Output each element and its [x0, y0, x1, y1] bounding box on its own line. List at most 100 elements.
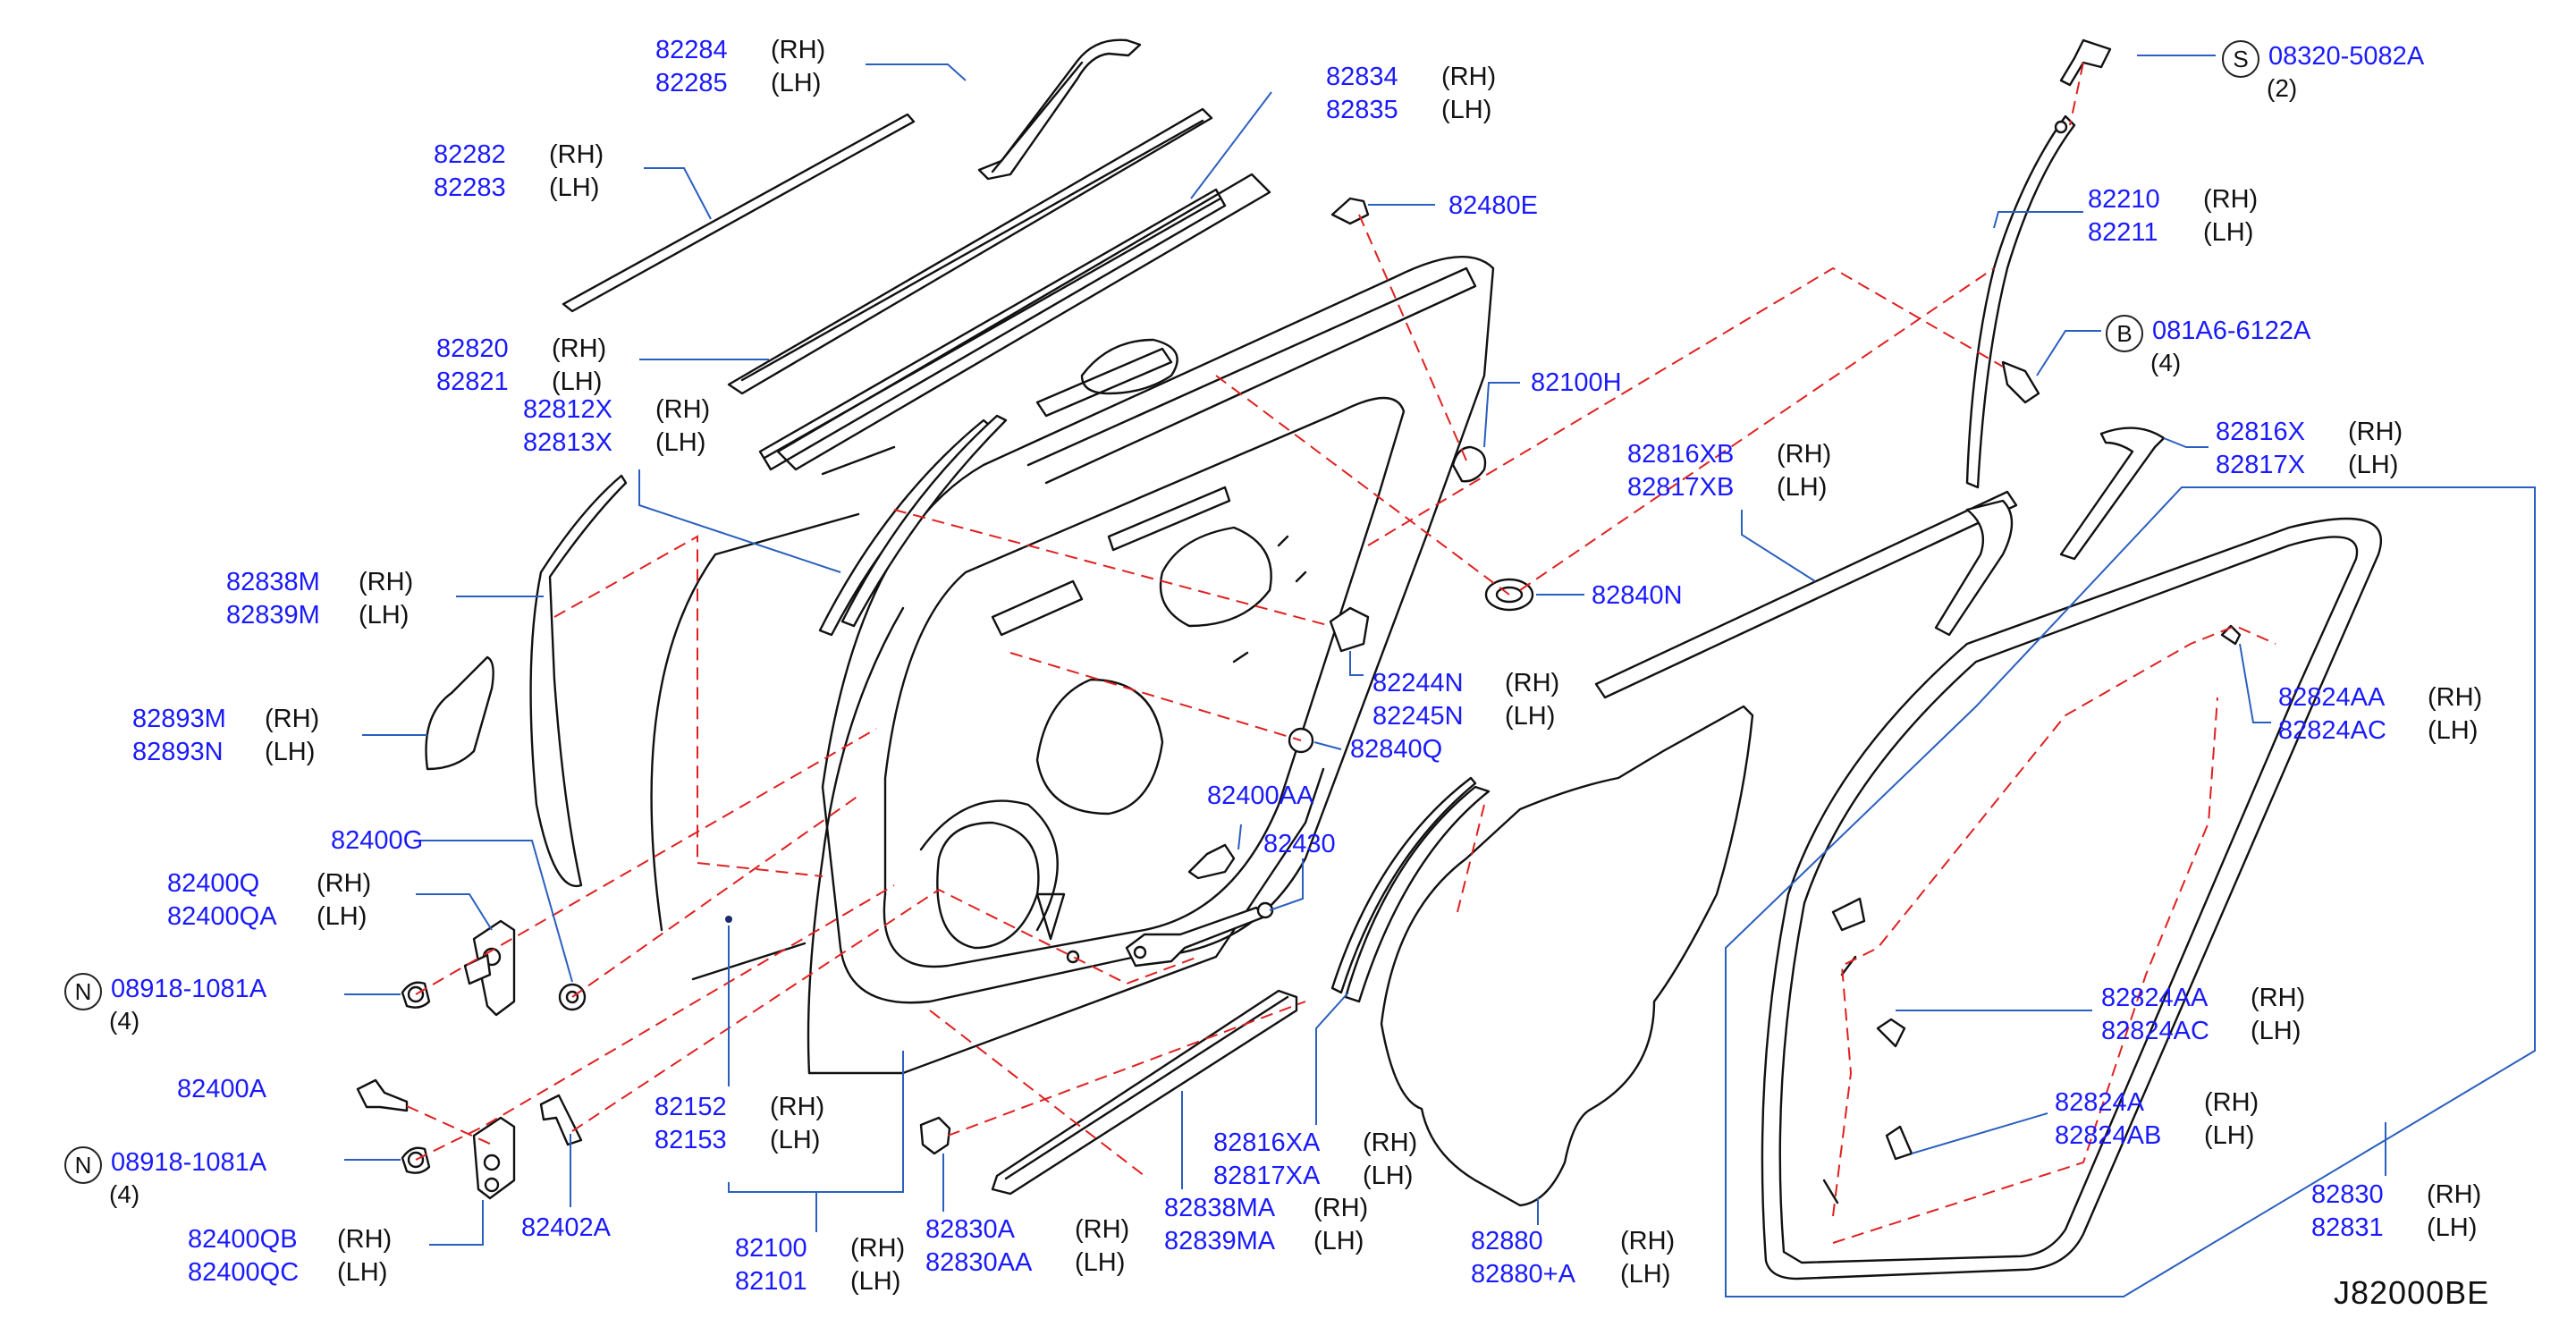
part-number-82838MA-rh[interactable]: 82838MA: [1164, 1194, 1276, 1222]
callout-82400G: 82400G: [331, 824, 423, 858]
part-number-82284-rh[interactable]: 82284: [655, 36, 728, 64]
part-number-82210-lh[interactable]: 82211: [2088, 218, 2158, 247]
part-number-82824AA_mid-lh[interactable]: 82824AC: [2101, 1017, 2209, 1045]
part-number-82830-rh[interactable]: 82830: [2311, 1180, 2384, 1209]
part-number-82400G[interactable]: 82400G: [331, 826, 424, 855]
part-number-82812X-rh[interactable]: 82812X: [523, 395, 612, 424]
part-number-82100-rh[interactable]: 82100: [735, 1234, 807, 1263]
side-rh: (RH): [770, 1093, 825, 1121]
part-number-82824AA_top-lh[interactable]: 82824AC: [2278, 716, 2386, 745]
callout-82816XA: 82816XA(RH)82817XA(LH): [1213, 1127, 1417, 1193]
part-number-82816XB-lh[interactable]: 82817XB: [1627, 473, 1735, 502]
fastener-part-n_bolt2[interactable]: 08918-1081A: [111, 1148, 267, 1177]
side-rh: (RH): [771, 36, 826, 64]
part-number-82400Q-rh[interactable]: 82400Q: [167, 869, 260, 898]
part-number-82152-rh[interactable]: 82152: [655, 1093, 727, 1121]
grommet-82100H: [1451, 445, 1487, 483]
part-number-82880-rh[interactable]: 82880: [1471, 1227, 1543, 1255]
part-number-82812X-lh[interactable]: 82813X: [523, 428, 612, 457]
callout-82834: 82834(RH)82835(LH): [1326, 61, 1496, 127]
part-number-82820-lh[interactable]: 82821: [436, 368, 509, 396]
part-number-82400QB-rh[interactable]: 82400QB: [188, 1225, 298, 1254]
part-number-82816XA-lh[interactable]: 82817XA: [1213, 1162, 1321, 1190]
part-number-82400AA[interactable]: 82400AA: [1207, 782, 1314, 810]
callout-82402A: 82402A: [521, 1212, 611, 1245]
part-number-82838M-rh[interactable]: 82838M: [226, 568, 320, 596]
part-number-82244N-lh[interactable]: 82245N: [1372, 702, 1464, 731]
part-number-82400Q-lh[interactable]: 82400QA: [167, 902, 277, 931]
part-number-82824A-lh[interactable]: 82824AB: [2055, 1121, 2162, 1150]
weatherstrip-82838M: [529, 474, 628, 888]
part-number-82893M-lh[interactable]: 82893N: [132, 738, 224, 766]
callout-82880: 82880(RH)82880+A(LH): [1471, 1225, 1675, 1291]
part-number-82830A-lh[interactable]: 82830AA: [925, 1248, 1033, 1277]
pillar-82210: [1965, 114, 2076, 489]
side-lh: (LH): [317, 902, 367, 931]
part-number-82816XA-rh[interactable]: 82816XA: [1213, 1128, 1321, 1157]
door-outer-82152: [650, 445, 1325, 1075]
part-number-82830A-rh[interactable]: 82830A: [925, 1215, 1015, 1244]
part-number-82400QB-lh[interactable]: 82400QC: [188, 1258, 300, 1287]
part-number-82210-rh[interactable]: 82210: [2088, 185, 2160, 214]
fastener-symbol-n_bolt1: N: [64, 973, 102, 1010]
part-number-82824A-rh[interactable]: 82824A: [2055, 1088, 2144, 1117]
bolt-82402A: [539, 1094, 583, 1146]
part-number-82480E[interactable]: 82480E: [1448, 191, 1538, 220]
part-number-82244N-rh[interactable]: 82244N: [1372, 669, 1464, 697]
part-number-82838M-lh[interactable]: 82839M: [226, 601, 320, 630]
part-number-82816XB-rh[interactable]: 82816XB: [1627, 440, 1735, 469]
part-number-82824AA_top-rh[interactable]: 82824AA: [2278, 683, 2386, 712]
part-number-82400A[interactable]: 82400A: [177, 1075, 266, 1103]
callout-82244N: 82244N(RH)82245N(LH): [1372, 667, 1559, 733]
callout-82830: 82830(RH)82831(LH): [2311, 1179, 2481, 1245]
part-number-82840Q[interactable]: 82840Q: [1350, 735, 1443, 764]
part-number-82430[interactable]: 82430: [1263, 830, 1336, 858]
part-number-82820-rh[interactable]: 82820: [436, 334, 509, 363]
part-number-82282-lh[interactable]: 82283: [434, 173, 506, 202]
part-number-82840N[interactable]: 82840N: [1592, 581, 1683, 610]
window-moulding-82284: [977, 38, 1142, 181]
part-number-82282-rh[interactable]: 82282: [434, 140, 506, 169]
callout-82824AA_mid: 82824AA(RH)82824AC(LH): [2101, 982, 2305, 1048]
part-number-82816X-rh[interactable]: 82816X: [2216, 418, 2305, 446]
part-number-82152-lh[interactable]: 82153: [655, 1126, 727, 1154]
alignment-lines: [406, 62, 2276, 1244]
part-number-82880-lh[interactable]: 82880+A: [1471, 1260, 1575, 1289]
bolt-08918-1: [401, 981, 431, 1009]
part-number-82816X-lh[interactable]: 82817X: [2216, 451, 2305, 479]
part-number-82834-rh[interactable]: 82834: [1326, 63, 1398, 91]
fastener-part-n_bolt1[interactable]: 08918-1081A: [111, 975, 267, 1003]
part-number-82830-lh[interactable]: 82831: [2311, 1213, 2384, 1242]
callout-82838MA: 82838MA(RH)82839MA(LH): [1164, 1192, 1368, 1258]
part-number-82838MA-lh[interactable]: 82839MA: [1164, 1227, 1276, 1255]
callout-82812X: 82812X(RH)82813X(LH): [523, 393, 710, 460]
part-number-82824AA_mid-rh[interactable]: 82824AA: [2101, 984, 2209, 1012]
fastener-part-b_bolt[interactable]: 081A6-6122A: [2152, 317, 2311, 345]
callout-82284: 82284(RH)82285(LH): [655, 34, 825, 100]
bolt-08320: [2059, 38, 2112, 87]
window-strip-82282: [562, 113, 916, 313]
callout-82400QB: 82400QB(RH)82400QC(LH): [188, 1223, 392, 1289]
part-number-82834-lh[interactable]: 82835: [1326, 96, 1398, 124]
side-lh: (LH): [337, 1258, 388, 1287]
strip-82816XB: [1594, 490, 2018, 699]
side-lh: (LH): [549, 173, 600, 202]
callout-82838M: 82838M(RH)82839M(LH): [226, 566, 413, 632]
callout-82840Q: 82840Q: [1350, 733, 1442, 766]
part-number-82100-lh[interactable]: 82101: [735, 1267, 807, 1296]
side-rh: (RH): [1363, 1128, 1418, 1157]
part-number-82100H[interactable]: 82100H: [1531, 368, 1622, 397]
fastener-symbol-n_bolt2: N: [64, 1146, 102, 1184]
weatherstrip-82830: [1761, 517, 2383, 1281]
part-number-82284-lh[interactable]: 82285: [655, 69, 728, 97]
side-lh: (LH): [2204, 1121, 2255, 1150]
side-lh: (LH): [359, 601, 410, 630]
callout-82830A: 82830A(RH)82830AA(LH): [925, 1213, 1129, 1280]
fastener-part-s_bolt[interactable]: 08320-5082A: [2268, 42, 2425, 71]
side-lh: (LH): [2203, 218, 2254, 247]
part-number-82893M-rh[interactable]: 82893M: [132, 705, 226, 733]
part-number-82402A[interactable]: 82402A: [521, 1213, 611, 1242]
side-rh: (RH): [2204, 1088, 2259, 1117]
callout-82400A: 82400A: [177, 1073, 266, 1106]
